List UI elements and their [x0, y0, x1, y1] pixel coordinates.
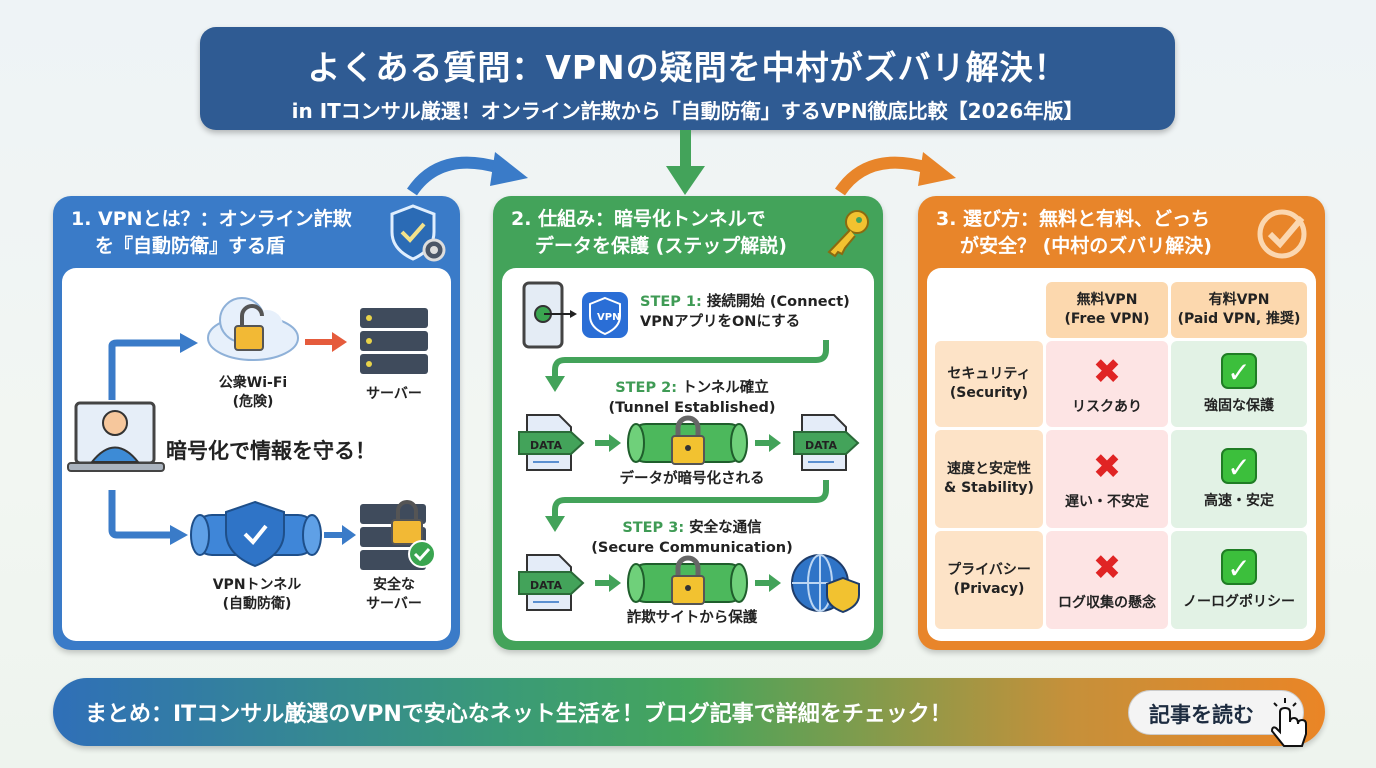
- column-header: 無料VPN(Free VPN): [1046, 282, 1168, 338]
- check-circle-icon: [1257, 209, 1307, 259]
- encrypted-tunnel-lock-icon: [627, 415, 748, 465]
- panel3-title: 3. 選び方：無料と有料、どっち: [936, 208, 1211, 230]
- arrow-right-icon: [755, 434, 781, 452]
- panel1-title: 1. VPNとは？：オンライン詐欺: [71, 208, 352, 230]
- cross-icon: ✖: [1092, 446, 1122, 487]
- table-corner: [935, 282, 1043, 338]
- panel-mechanism: 2. 仕組み：暗号化トンネルでデータを保護 (ステップ解説) VPN STEP …: [493, 196, 883, 650]
- summary-text: まとめ：ITコンサル厳選のVPNで安心なネット生活を！ブログ記事で詳細をチェック…: [85, 702, 952, 727]
- server-label: サーバー: [366, 386, 422, 402]
- row-label: セキュリティ(Security): [935, 341, 1043, 427]
- data-label: DATA: [530, 579, 562, 592]
- free-vpn-cell: ✖リスクあり: [1046, 341, 1168, 427]
- comparison-table: 無料VPN(Free VPN)有料VPN(Paid VPN, 推奨) セキュリティ…: [927, 268, 1316, 641]
- step2-text: STEP 2: トンネル確立(Tunnel Established): [608, 380, 776, 416]
- step2-desc: データが暗号化される: [619, 471, 765, 487]
- check-icon: ✓: [1221, 352, 1257, 389]
- paid-vpn-cell: ✓強固な保護: [1171, 341, 1307, 427]
- column-header: 有料VPN(Paid VPN, 推奨): [1171, 282, 1307, 338]
- data-file-icon: [793, 414, 860, 471]
- free-vpn-cell: ✖ログ収集の懸念: [1046, 531, 1168, 629]
- row-label: プライバシー(Privacy): [935, 531, 1043, 629]
- globe-shield-icon: [791, 554, 860, 614]
- read-article-button[interactable]: 記事を読む: [1128, 690, 1304, 735]
- orange-curved-arrow-icon: [835, 156, 930, 196]
- secure-server-icon: [360, 500, 436, 570]
- page-title: よくある質問：VPNの疑問を中村がズバリ解決！: [307, 48, 1068, 87]
- encrypted-tunnel-lock-icon: [627, 555, 748, 605]
- header-banner: よくある質問：VPNの疑問を中村がズバリ解決！ in ITコンサル厳選！オンライ…: [200, 27, 1175, 130]
- data-file-icon: [518, 554, 585, 611]
- free-vpn-cell: ✖遅い・不安定: [1046, 430, 1168, 528]
- panel2-content: VPN STEP 1: 接続開始 (Connect)VPNアプリをONにする S…: [502, 268, 874, 641]
- hand-pointer-icon: [1270, 698, 1307, 747]
- cross-icon: ✖: [1092, 351, 1122, 392]
- cloud-unlocked-icon: [207, 297, 299, 361]
- user-laptop-icon: [67, 401, 165, 472]
- steps-diagram: [518, 281, 860, 614]
- panel2-title-2: データを保護 (ステップ解説): [535, 235, 787, 257]
- server-icon: [360, 308, 428, 374]
- panel1-title-2: を『自動防衛』する盾: [95, 235, 286, 257]
- step3-desc: 詐欺サイトから保護: [626, 610, 758, 626]
- arrow-right-icon: [595, 574, 621, 592]
- paid-vpn-cell: ✓高速・安定: [1171, 430, 1307, 528]
- cross-icon: ✖: [1092, 547, 1122, 588]
- paid-vpn-cell: ✓ノーログポリシー: [1171, 531, 1307, 629]
- panel1-content: 公衆Wi-Fi(危険) サーバー 暗号化で情報を守る！ VPNトンネル(自動防衛…: [62, 268, 451, 641]
- panel2-title: 2. 仕組み：暗号化トンネルで: [511, 208, 766, 230]
- check-icon: ✓: [1221, 447, 1257, 484]
- vpn-tunnel-shield-icon: [190, 500, 322, 568]
- blue-curved-arrow-icon: [407, 156, 502, 196]
- summary-bar: まとめ：ITコンサル厳選のVPNで安心なネット生活を！ブログ記事で詳細をチェック…: [53, 678, 1325, 747]
- green-down-arrow-icon: [680, 130, 691, 170]
- key-icon: [827, 210, 869, 258]
- safe-server-label: 安全なサーバー: [366, 577, 422, 612]
- wifi-label: 公衆Wi-Fi(危険): [218, 375, 288, 410]
- row-label: 速度と安定性& Stability): [935, 430, 1043, 528]
- step3-text: STEP 3: 安全な通信(Secure Communication): [591, 520, 793, 556]
- encrypt-message: 暗号化で情報を守る！: [166, 439, 376, 463]
- data-file-icon: [518, 414, 585, 471]
- vpn-app-icon: [582, 292, 628, 338]
- vpn-diagram: [67, 297, 436, 570]
- panel-how-to-choose: 3. 選び方：無料と有料、どっちが安全？ (中村のズバリ解決) 無料VPN(Fr…: [918, 196, 1325, 650]
- data-label: DATA: [530, 439, 562, 452]
- panel-what-is-vpn: 1. VPNとは？：オンライン詐欺を『自動防衛』する盾 公衆Wi-Fi(危険) …: [53, 196, 460, 650]
- check-icon: ✓: [1221, 548, 1257, 585]
- arrow-right-icon: [595, 434, 621, 452]
- shield-gear-icon: [390, 204, 446, 262]
- tunnel-label: VPNトンネル(自動防衛): [212, 577, 302, 612]
- panel3-title-2: が安全？ (中村のズバリ解決): [960, 235, 1212, 257]
- smartphone-icon: [522, 281, 577, 349]
- page-subtitle: in ITコンサル厳選！オンライン詐欺から「自動防衛」するVPN徹底比較【202…: [291, 99, 1084, 123]
- arrow-right-icon: [755, 574, 781, 592]
- vpn-app-label: VPN: [597, 312, 621, 323]
- data-label: DATA: [805, 439, 837, 452]
- step1-text: STEP 1: 接続開始 (Connect)VPNアプリをONにする: [640, 294, 850, 330]
